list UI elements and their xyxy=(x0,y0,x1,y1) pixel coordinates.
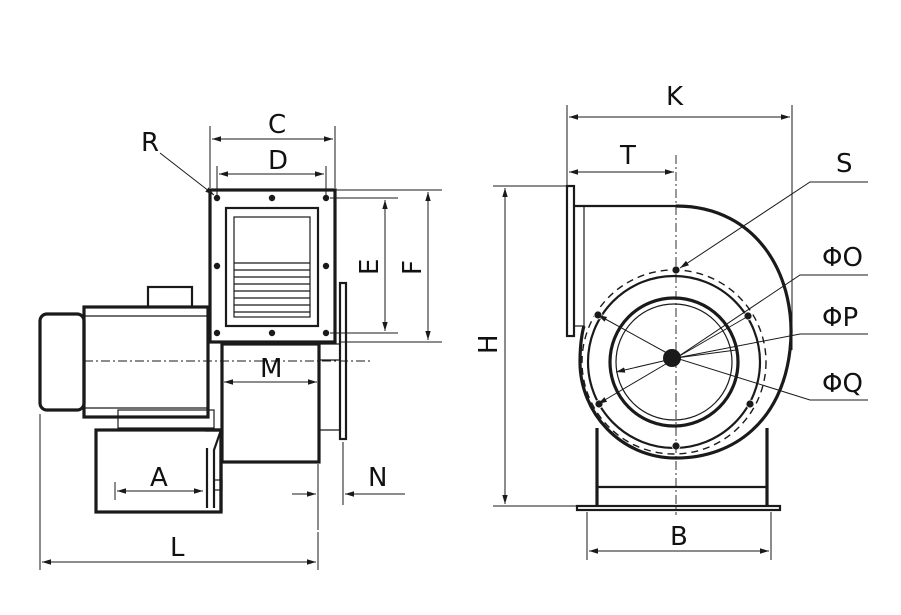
flange-bolt xyxy=(267,328,276,337)
inlet-ring-mid xyxy=(608,296,740,428)
label-h: H xyxy=(474,334,504,354)
s-leader xyxy=(679,181,868,269)
scroll-casing xyxy=(578,204,793,460)
flange-bolt xyxy=(321,193,330,202)
base-stand xyxy=(575,428,782,512)
outlet-flange xyxy=(208,188,337,344)
flange-bolt xyxy=(267,193,276,202)
inlet-ring-inner xyxy=(615,303,733,421)
label-t: T xyxy=(619,141,636,171)
flange-bolt xyxy=(321,328,330,337)
label-phi-p: ΦP xyxy=(822,303,858,333)
label-k: K xyxy=(666,82,684,112)
dimension-d xyxy=(216,166,327,195)
label-s: S xyxy=(836,149,853,179)
flange-bolt xyxy=(212,328,221,337)
housing-body xyxy=(220,281,348,464)
r-leader xyxy=(159,152,215,196)
label-c: C xyxy=(268,110,286,140)
label-f: F xyxy=(398,260,428,275)
side-view: C D R E F M A N L xyxy=(38,110,442,570)
flange-bolt xyxy=(321,261,330,270)
label-l: L xyxy=(170,533,185,563)
outlet-duct xyxy=(565,184,676,338)
dimension-n xyxy=(292,442,405,530)
label-e: E xyxy=(355,259,385,275)
flange-bolt xyxy=(212,193,221,202)
dimension-l xyxy=(39,414,319,570)
outlet-grille xyxy=(234,262,310,313)
label-r: R xyxy=(141,128,159,158)
label-b: B xyxy=(670,522,688,552)
dimension-k xyxy=(566,105,793,350)
inlet-bolt xyxy=(743,311,753,321)
dimension-e-f xyxy=(330,189,442,343)
dimension-a xyxy=(114,482,203,500)
label-m: M xyxy=(260,354,282,384)
label-phi-o: ΦO xyxy=(822,243,863,273)
diameter-leaders xyxy=(597,274,868,405)
dimension-h xyxy=(493,185,577,507)
front-view: K T S ΦO ΦP ΦQ H B xyxy=(474,82,868,560)
motor-body xyxy=(38,285,215,429)
dimension-b xyxy=(586,512,772,560)
label-a: A xyxy=(150,463,168,493)
label-phi-q: ΦQ xyxy=(822,369,863,399)
inlet-bolt xyxy=(745,399,755,409)
label-d: D xyxy=(268,146,288,176)
flange-bolt xyxy=(212,261,221,270)
label-n: N xyxy=(368,463,387,493)
dimension-c xyxy=(209,126,336,188)
